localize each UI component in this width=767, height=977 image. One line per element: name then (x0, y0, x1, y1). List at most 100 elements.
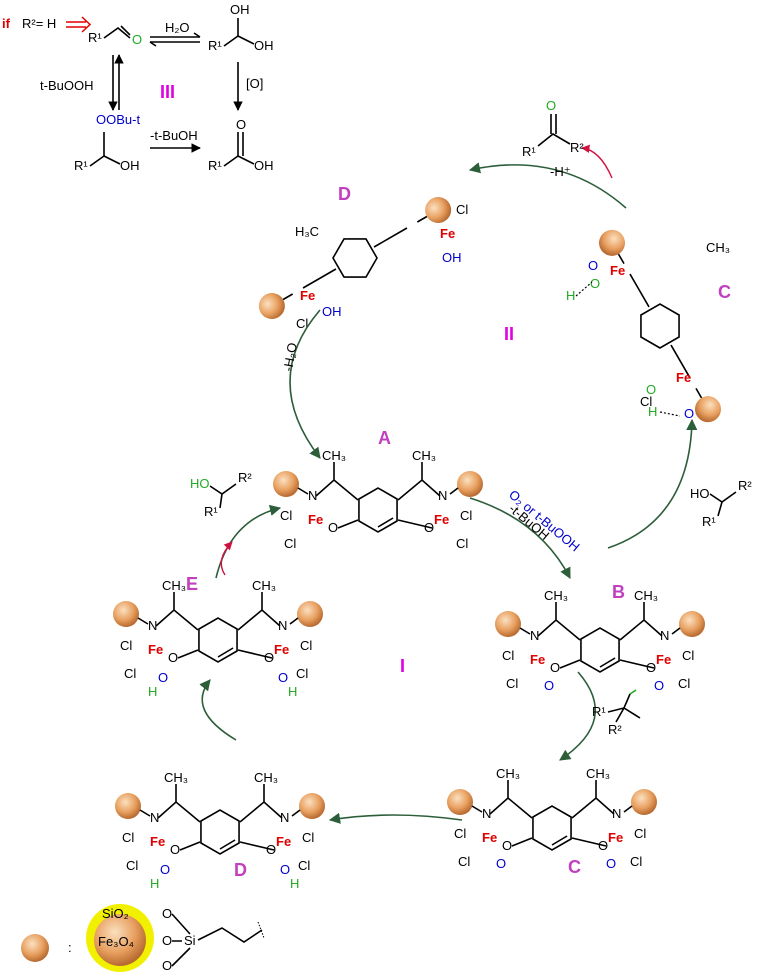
methyl-right: CH₃ (412, 448, 436, 463)
hydroxo-h-left: H (150, 876, 159, 891)
svg-text:HO: HO (190, 476, 210, 491)
support-sphere-right (679, 611, 705, 637)
iron-right: Fe (274, 642, 289, 657)
aldehyde-r1: R¹ (88, 30, 102, 45)
minus-hplus-reagent: -H⁺ (550, 164, 571, 179)
chloride-right-2: Cl (630, 854, 642, 869)
methyl-C-right: CH₃ (706, 240, 730, 255)
chloride-right-2: Cl (296, 666, 308, 681)
oxo-C-right-bottom: O (684, 406, 694, 421)
svg-text:R²: R² (570, 140, 584, 155)
iron-D-top-left: Fe (300, 288, 315, 303)
hydroxo-h-right: H (290, 876, 299, 891)
benzene-ring (358, 487, 398, 533)
chloride-left-2: Cl (124, 666, 136, 681)
alcohol-o-C-right-bottom: O (646, 382, 656, 397)
svg-text:R²: R² (238, 470, 252, 485)
legend-si: Si (184, 933, 196, 948)
inset-mechanism-III: if R²= H R¹ O H₂O R¹ OH OH [O] R¹ O OH t… (2, 2, 274, 173)
label-C-bottom: C (568, 857, 581, 877)
if-label: if (2, 16, 11, 31)
svg-text:-H₂O: -H₂O (280, 341, 300, 372)
imine-n-left: N (150, 810, 159, 825)
oxo-left: O (544, 678, 554, 693)
hydroxo-D-top-left: OH (322, 304, 342, 319)
oobu-label: OOBu-t (96, 112, 140, 127)
methyl-left: CH₃ (164, 770, 188, 785)
iron-left: Fe (530, 652, 545, 667)
chloride-right-1: Cl (682, 648, 694, 663)
support-sphere-left (273, 471, 299, 497)
h2o-label: H₂O (165, 20, 190, 35)
legend-fe3o4: Fe₃O₄ (98, 934, 134, 949)
svg-text:O: O (162, 933, 172, 948)
imine-n-right: N (278, 618, 287, 633)
support-sphere-b (695, 396, 721, 423)
svg-text:O: O (546, 98, 556, 113)
chloride-left-1: Cl (120, 638, 132, 653)
methyl-D-top: H₃C (295, 224, 319, 239)
chloride-left-2: Cl (126, 858, 138, 873)
alcohol-reagent-right: HO R² R¹ (690, 478, 752, 529)
hemi-oh: OH (120, 158, 140, 173)
chloride-left-1: Cl (122, 830, 134, 845)
chloride-left-2: Cl (506, 676, 518, 691)
cycle-arrows (199, 144, 698, 824)
aldehyde-bonds (103, 26, 131, 39)
imine-n-right: N (612, 806, 621, 821)
chloride-C-right: Cl (640, 394, 652, 409)
chloride-right-1: Cl (634, 826, 646, 841)
support-sphere-left (115, 793, 141, 819)
benzene-ring (532, 805, 572, 851)
minus-tbuoh-label: -t-BuOH (150, 128, 198, 143)
support-sphere-right (297, 601, 323, 627)
red-implies-arrow (66, 16, 92, 33)
legend-core (94, 914, 146, 966)
chloride-left-1: Cl (454, 826, 466, 841)
svg-text:O: O (162, 906, 172, 921)
ketone-product: O R¹ R² (522, 98, 584, 159)
alcohol-product-left: HO R² R¹ (190, 470, 252, 519)
acid-o: O (236, 117, 246, 132)
cycle-I-label: I (400, 656, 405, 676)
benzene-ring (198, 617, 238, 663)
label-A: A (378, 428, 391, 448)
phenoxide-o-left: O (328, 520, 338, 535)
chloride-right-2: Cl (298, 858, 310, 873)
label-E: E (186, 574, 198, 594)
methyl-left: CH₃ (496, 766, 520, 781)
hydroxo-h-left: H (148, 684, 157, 699)
support-sphere-a (258, 293, 285, 319)
complex-C-right (599, 229, 721, 423)
iron-right: Fe (656, 652, 671, 667)
chloride-right-2: Cl (678, 676, 690, 691)
minus-h2o-reagent: -H₂O (280, 341, 300, 372)
methyl-right: CH₃ (634, 588, 658, 603)
chloride-D-top-2: Cl (456, 202, 468, 217)
legend-colon: : (68, 940, 72, 955)
phenoxide-o-left: O (502, 838, 512, 853)
support-sphere-right (631, 789, 657, 815)
phenoxide-o-left: O (168, 650, 178, 665)
imine-n-right: N (280, 810, 289, 825)
iron-right: Fe (276, 834, 291, 849)
aldehyde-o: O (132, 32, 142, 47)
legend-sphere (21, 934, 49, 962)
hydroxo-o-left: O (160, 862, 170, 877)
imine-n-left: N (308, 488, 317, 503)
methyl-right: CH₃ (254, 770, 278, 785)
phenoxide-o-left: O (170, 842, 180, 857)
chloride-right-2: Cl (456, 536, 468, 551)
chloride-left-2: Cl (458, 854, 470, 869)
phenoxide-o-left: O (550, 660, 560, 675)
hydroxo-o-left: O (158, 670, 168, 685)
support-sphere-right (299, 793, 325, 819)
benzene-ring (200, 809, 240, 855)
svg-text:R²: R² (738, 478, 752, 493)
r2-h-label: R²= H (22, 16, 56, 31)
